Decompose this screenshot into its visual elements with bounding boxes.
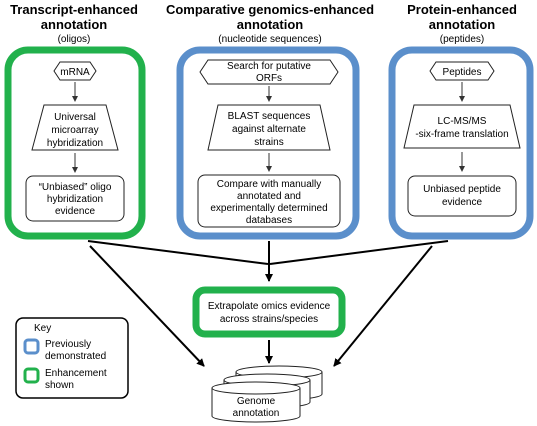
compare-line2: annotated and	[237, 191, 301, 202]
peptide-evidence-line1: Unbiased peptide	[423, 184, 501, 195]
blast-trapezoid	[207, 104, 331, 151]
peptides-hexagon	[429, 61, 495, 81]
microarray-trapezoid	[31, 104, 119, 151]
comparative-subtitle: (nucleotide sequences)	[218, 34, 321, 45]
microarray-line1: Universal	[54, 112, 96, 123]
genome-label-line2: annotation	[233, 408, 280, 419]
extrapolate-box	[192, 286, 346, 338]
key-title: Key	[34, 323, 51, 334]
protein-title-line1: Protein-enhanced	[407, 2, 517, 17]
oligo-evidence-box	[25, 175, 125, 222]
microarray-line3: hybridization	[47, 138, 103, 149]
mrna-hexagon	[53, 61, 97, 81]
key-green-line2: shown	[45, 380, 74, 391]
peptides-label: Peptides	[443, 67, 482, 78]
transcript-subtitle: (oligos)	[58, 34, 91, 45]
protein-panel	[388, 46, 534, 240]
genome-database-icon	[211, 365, 323, 423]
line-transcript-to-merge	[87, 240, 269, 265]
compare-line3: experimentally determined	[210, 203, 327, 214]
orf-search-line2: ORFs	[256, 73, 282, 84]
transcript-panel	[4, 46, 146, 240]
extrapolate-line2: across strains/species	[220, 314, 318, 325]
protein-title-line2: annotation	[429, 17, 495, 32]
blast-line2: against alternate	[232, 124, 306, 135]
transcript-title-line1: Transcript-enhanced	[10, 2, 138, 17]
key-box	[15, 317, 129, 399]
compare-line1: Compare with manually	[217, 179, 322, 190]
orf-search-line1: Search for putative	[227, 61, 311, 72]
comparative-title-line1: Comparative genomics-enhanced	[166, 2, 374, 17]
lcms-line1: LC-MS/MS	[438, 116, 487, 127]
transcript-title-line2: annotation	[41, 17, 107, 32]
arrow-protein-to-genome	[333, 245, 433, 367]
protein-subtitle: (peptides)	[440, 34, 484, 45]
blast-line1: BLAST sequences	[228, 111, 311, 122]
key-green-line1: Enhancement	[45, 368, 107, 379]
orf-search-hexagon	[199, 59, 339, 85]
mrna-label: mRNA	[60, 67, 90, 78]
oligo-line3: evidence	[55, 206, 95, 217]
peptide-evidence-line2: evidence	[442, 197, 482, 208]
arrow-transcript-to-genome	[89, 245, 205, 367]
key-swatch-blue	[23, 338, 40, 355]
comparative-title-line2: annotation	[237, 17, 303, 32]
compare-line4: databases	[246, 215, 292, 226]
oligo-line2: hybridization	[47, 194, 103, 205]
line-protein-to-merge	[269, 240, 449, 265]
genome-label-line1: Genome	[237, 396, 276, 407]
key-blue-line2: demonstrated	[45, 351, 106, 362]
oligo-line1: “Unbiased” oligo	[39, 182, 112, 193]
key-blue-line1: Previously	[45, 339, 91, 350]
lcms-line2: -six-frame translation	[415, 129, 508, 140]
extrapolate-line1: Extrapolate omics evidence	[208, 301, 331, 312]
compare-databases-box	[197, 174, 341, 228]
peptide-evidence-box	[407, 175, 517, 217]
lcms-trapezoid	[403, 104, 521, 149]
comparative-panel	[176, 46, 360, 240]
microarray-line2: microarray	[51, 125, 98, 136]
blast-line3: strains	[254, 137, 283, 148]
key-swatch-green	[23, 367, 40, 384]
